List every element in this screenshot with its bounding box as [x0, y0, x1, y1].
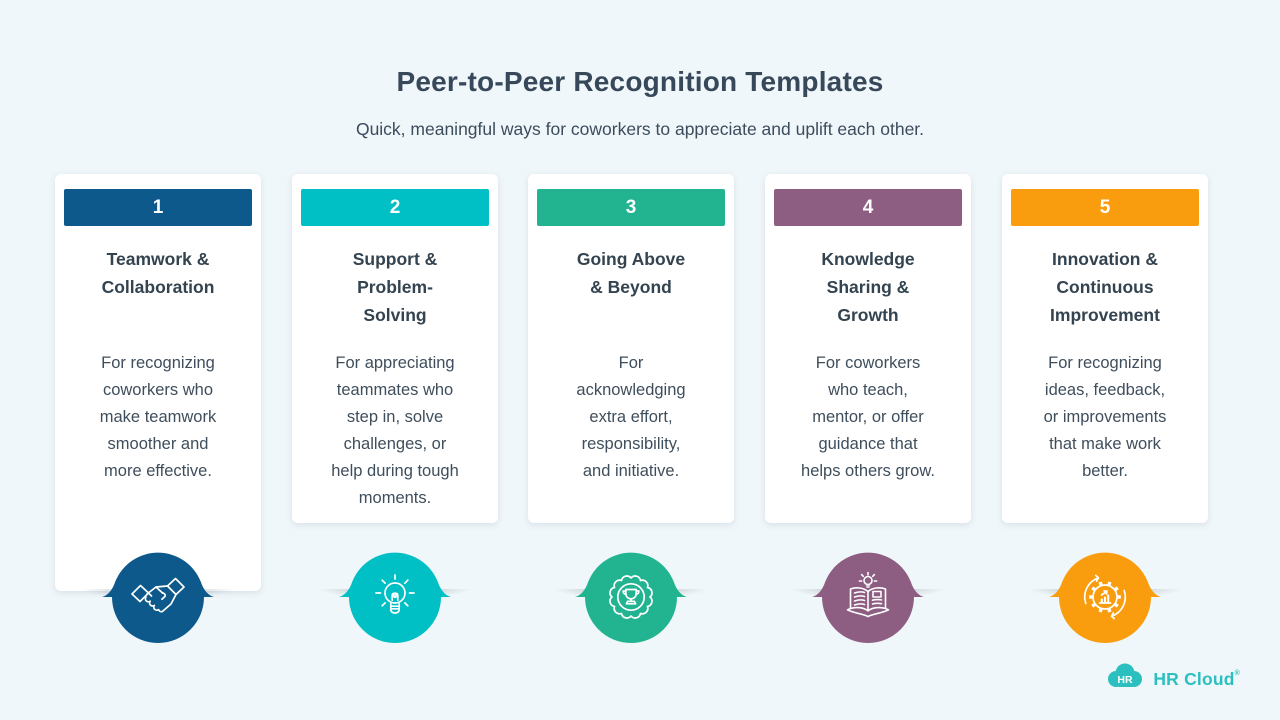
page-subtitle: Quick, meaningful ways for coworkers to …: [355, 119, 925, 139]
card-title: Teamwork & Collaboration: [101, 249, 215, 297]
open-book-icon: [811, 550, 925, 644]
card-going-above-beyond: 3 Going Above & Beyond For acknowledging…: [528, 174, 734, 523]
card-number-bar: 2: [301, 189, 489, 226]
logo-badge-text: HR: [1118, 674, 1134, 686]
card-number: 5: [1099, 196, 1111, 218]
card-description: For acknowledging extra effort, responsi…: [576, 354, 686, 480]
card-number-bar: 1: [64, 189, 252, 226]
card-number: 2: [389, 196, 401, 218]
card-description: For recognizing ideas, feedback, or impr…: [1043, 354, 1167, 480]
card-knowledge-sharing-growth: 4 Knowledge Sharing & Growth For coworke…: [765, 174, 971, 523]
card-description: For recognizing coworkers who make teamw…: [99, 354, 217, 480]
logo-cloud-icon: HR: [1104, 662, 1146, 697]
lightbulb-icon: [338, 550, 452, 644]
page-title: Peer-to-Peer Recognition Templates: [396, 66, 884, 97]
logo-wordmark: HR Cloud®: [1153, 669, 1240, 689]
hr-cloud-logo: HR HR Cloud®: [1104, 662, 1240, 697]
card-title: Innovation & Continuous Improvement: [1050, 249, 1160, 325]
card-number: 1: [152, 196, 164, 218]
card-support-problem-solving: 2 Support & Problem- Solving For appreci…: [292, 174, 498, 523]
card-number: 4: [862, 196, 874, 218]
card-innovation-improvement: 5 Innovation & Continuous Improvement Fo…: [1002, 174, 1208, 523]
card-number-bar: 3: [537, 189, 725, 226]
card-number: 3: [625, 196, 637, 218]
card-title: Going Above & Beyond: [576, 249, 686, 297]
card-teamwork-collaboration: 1 Teamwork & Collaboration For recognizi…: [55, 174, 261, 591]
card-description: For coworkers who teach, mentor, or offe…: [801, 354, 935, 480]
card-number-bar: 4: [774, 189, 962, 226]
handshake-icon: [101, 550, 215, 644]
gear-chart-icon: [1048, 550, 1162, 644]
card-number-bar: 5: [1011, 189, 1199, 226]
card-description: For appreciating teammates who step in, …: [331, 354, 459, 507]
card-title: Knowledge Sharing & Growth: [821, 249, 915, 325]
card-title: Support & Problem- Solving: [352, 249, 438, 325]
registered-mark: ®: [1234, 670, 1240, 677]
award-rosette-icon: [574, 550, 688, 644]
